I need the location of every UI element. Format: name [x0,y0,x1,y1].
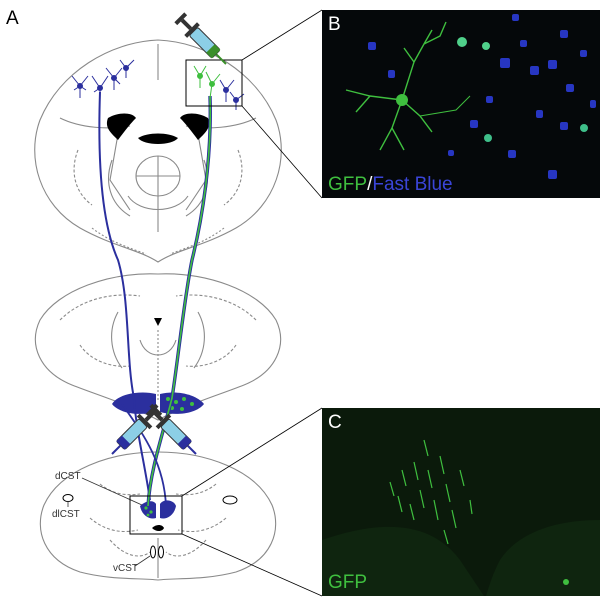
vcst-oval-right [159,546,164,558]
neuron-icon [220,80,234,102]
dcst-right [160,500,176,518]
neuron-icon [120,60,134,78]
panel-b-stain-label: GFP/Fast Blue [328,174,453,195]
panel-b-label-gfp: GFP [328,174,367,195]
dcst-leader [82,478,142,505]
panel-b-micrograph: B GFP/Fast Blue [322,10,600,198]
dlcst-label: dlCST [52,509,80,520]
dcst-label: dCST [55,471,81,482]
gfp-fast-blue-cell [482,42,490,50]
panel-c-micrograph: C GFP [322,408,600,596]
panel-b-label-fast-blue: Fast Blue [372,174,452,195]
zoom-line-c-top [182,408,322,496]
zoom-line-b-bottom [242,106,322,198]
brainstem-canal [154,318,162,326]
panel-b-letter: B [328,14,341,35]
brain-section [35,40,282,262]
neuron-icon [194,66,206,88]
vcst-leader [135,556,150,566]
panel-c-letter: C [328,412,342,433]
gfp-soma [396,94,408,106]
gfp-fast-blue-cell [484,134,492,142]
neuron-icon [92,76,108,102]
neuron-icon [106,68,122,90]
panel-a-letter: A [6,8,19,29]
brainstem-section [35,274,280,420]
dlcst-oval-right [223,496,237,504]
gfp-puncta [563,579,569,585]
gfp-fast-blue-cell [457,37,467,47]
spinal-central-canal [152,525,164,531]
green-neuron-cluster [194,66,244,110]
zoom-line-b-top [242,10,322,60]
blue-neuron-cluster [72,60,134,102]
gfp-fast-blue-cell [580,124,588,132]
neuron-icon [206,72,220,98]
vcst-label: vCST [113,563,138,574]
vcst-oval-left [151,546,156,558]
brain-ventricles [107,114,209,145]
dlcst-oval [63,495,73,502]
zoom-line-c-bottom [182,534,322,596]
panel-c-stain-label: GFP [328,572,367,593]
neuron-icon [72,76,88,98]
syringe-icon [173,11,232,70]
